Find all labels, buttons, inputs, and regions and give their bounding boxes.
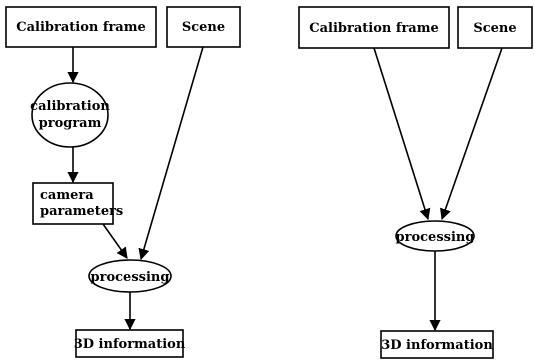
left-camera-parameters-label-line1: camera (40, 188, 94, 203)
left-diagram: Calibration frame Scene calibration prog… (5, 6, 241, 358)
right-calibration-frame-label: Calibration frame (309, 21, 439, 36)
right-scene-label: Scene (473, 21, 516, 36)
right-3d-information-label: 3D information (381, 338, 493, 353)
left-calibration-program-ellipse (31, 82, 109, 148)
right-processing-label: processing (396, 230, 475, 245)
right-edge-scene-to-processing (440, 47, 503, 221)
left-camera-parameters-label-line2: parameters (40, 204, 123, 219)
left-3d-information-box (75, 329, 184, 358)
left-calibration-program-label-line2: program (39, 116, 102, 131)
right-diagram: Calibration frame Scene processing 3D in… (298, 6, 533, 359)
right-calibration-frame-box (298, 6, 450, 49)
left-3d-information-label: 3D information (74, 337, 186, 352)
left-calibration-frame-box (5, 6, 157, 48)
left-calibration-frame-label: Calibration frame (16, 20, 146, 35)
left-scene-box (166, 6, 241, 48)
left-processing-label: processing (91, 270, 170, 285)
left-calibration-program-label-line1: calibration (30, 99, 110, 114)
left-edge-scene-to-processing (138, 46, 204, 261)
right-edge-calibration-frame-to-processing (373, 47, 431, 221)
left-edge-camera-parameters-to-processing (102, 223, 128, 259)
left-scene-label: Scene (182, 20, 225, 35)
right-scene-box (457, 6, 533, 49)
